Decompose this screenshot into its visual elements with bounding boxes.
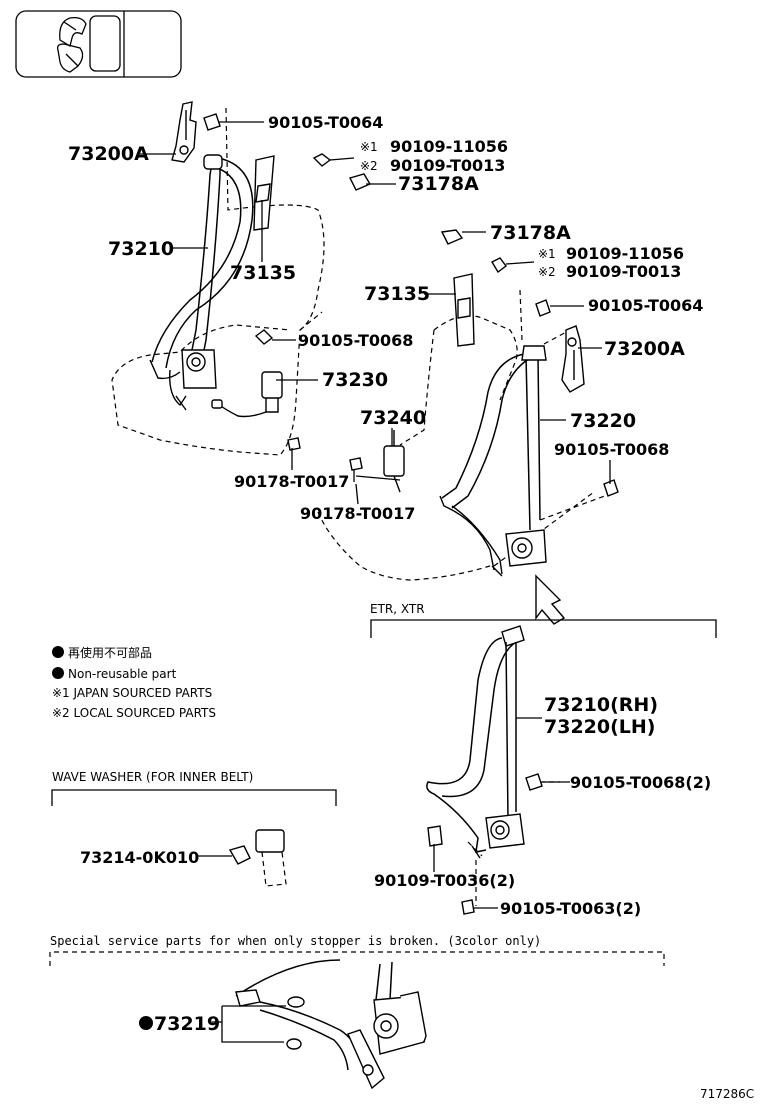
label-73214-0K010: 73214-0K010 [80, 848, 199, 867]
legend-dot-2 [52, 667, 64, 679]
bolt-90105-T0068-right [603, 479, 619, 497]
label-90105-T0064-right: 90105-T0064 [588, 296, 703, 315]
label-90105-T0063-2: 90105-T0063(2) [500, 899, 641, 918]
left-retractor [169, 349, 217, 411]
label-73178A-right: 73178A [490, 222, 571, 244]
cap-73178A-left [348, 173, 372, 191]
label-73220-lh: 73220(LH) [544, 716, 655, 738]
label-73200A-right: 73200A [604, 338, 685, 360]
right-belt-73220 [439, 345, 547, 577]
label-90109-11056-right: 90109-11056 [566, 244, 684, 263]
label-90105-T0064-left: 90105-T0064 [268, 113, 383, 132]
mark-2-left: ※2 [360, 159, 378, 173]
bolt-90105-T0063-etr [461, 899, 475, 915]
nut-90178-T0017-left [287, 437, 301, 451]
legend-item-4: ※2 LOCAL SOURCED PARTS [52, 706, 216, 720]
bolt-90109-T0036-etr [427, 825, 443, 847]
bolt-90105-T0068-etr [525, 773, 543, 791]
label-73210-rh: 73210(RH) [544, 694, 658, 716]
label-90109-11056-left: 90109-11056 [390, 137, 508, 156]
label-73135-right: 73135 [364, 283, 430, 305]
mark-1-left: ※1 [360, 140, 378, 154]
label-73230: 73230 [322, 369, 388, 391]
legend: 再使用不可部品 Non-reusable part ※1 JAPAN SOURC… [52, 645, 216, 720]
bolt-90105-T0068-left [254, 329, 274, 345]
bolt-90109-left [312, 153, 332, 167]
label-90105-T0068-left: 90105-T0068 [298, 331, 413, 350]
legend-dot-1 [52, 646, 64, 658]
label-73210: 73210 [108, 238, 174, 260]
legend-item-3: ※1 JAPAN SOURCED PARTS [52, 686, 212, 700]
right-cover-73135 [453, 273, 475, 347]
label-73220: 73220 [570, 410, 636, 432]
etr-xtr-label: ETR, XTR [370, 602, 425, 616]
label-73200A-left: 73200A [68, 143, 149, 165]
diagram-id: 717286C [700, 1087, 754, 1101]
label-73240: 73240 [360, 407, 426, 429]
mark-2-right: ※2 [538, 265, 556, 279]
left-belt-73210 [149, 154, 254, 380]
left-seat-outline [111, 107, 325, 456]
view-arrow [535, 574, 566, 625]
right-buckle-73240 [383, 430, 405, 493]
label-90178-T0017-a: 90178-T0017 [234, 472, 349, 491]
leaders-right [353, 231, 611, 505]
bolt-90105-T0064-left [203, 113, 221, 131]
seat-position-icon [15, 10, 182, 78]
label-90178-T0017-b: 90178-T0017 [300, 504, 415, 523]
bolt-90105-T0064-right [535, 299, 551, 317]
label-73135-left: 73135 [230, 262, 296, 284]
leaders-left [140, 121, 396, 470]
label-90109-T0013-right: 90109-T0013 [566, 262, 681, 281]
label-90109-T0013-left: 90109-T0013 [390, 156, 505, 175]
special-service-label: Special service parts for when only stop… [50, 934, 541, 948]
special-service-section: Special service parts for when only stop… [49, 934, 665, 1090]
left-buckle-73230 [211, 371, 283, 418]
right-anchor-73200A [561, 325, 585, 393]
label-90109-T0036-2: 90109-T0036(2) [374, 871, 515, 890]
etr-xtr-section: ETR, XTR 73210(RH) 73220(LH) 90105-T0068… [370, 602, 717, 918]
wave-washer-label: WAVE WASHER (FOR INNER BELT) [52, 770, 253, 784]
non-reusable-dot [139, 1016, 153, 1030]
bolt-90109-right [491, 257, 507, 274]
label-73219: 73219 [154, 1013, 220, 1035]
nut-90178-T0017-right [349, 457, 363, 471]
left-cover-73135 [253, 155, 275, 231]
wave-washer-part [228, 845, 251, 865]
label-90105-T0068-right: 90105-T0068 [554, 440, 669, 459]
mark-1-right: ※1 [538, 247, 556, 261]
label-90105-T0068-2: 90105-T0068(2) [570, 773, 711, 792]
cap-73178A-right [440, 229, 464, 245]
left-anchor-73200A [171, 101, 197, 163]
legend-item-1: 再使用不可部品 [68, 645, 152, 660]
wave-washer-section: WAVE WASHER (FOR INNER BELT) 73214-0K010 [51, 770, 337, 887]
right-retractor [505, 529, 547, 567]
label-73178A-left: 73178A [398, 173, 479, 195]
legend-item-2: Non-reusable part [68, 667, 177, 681]
